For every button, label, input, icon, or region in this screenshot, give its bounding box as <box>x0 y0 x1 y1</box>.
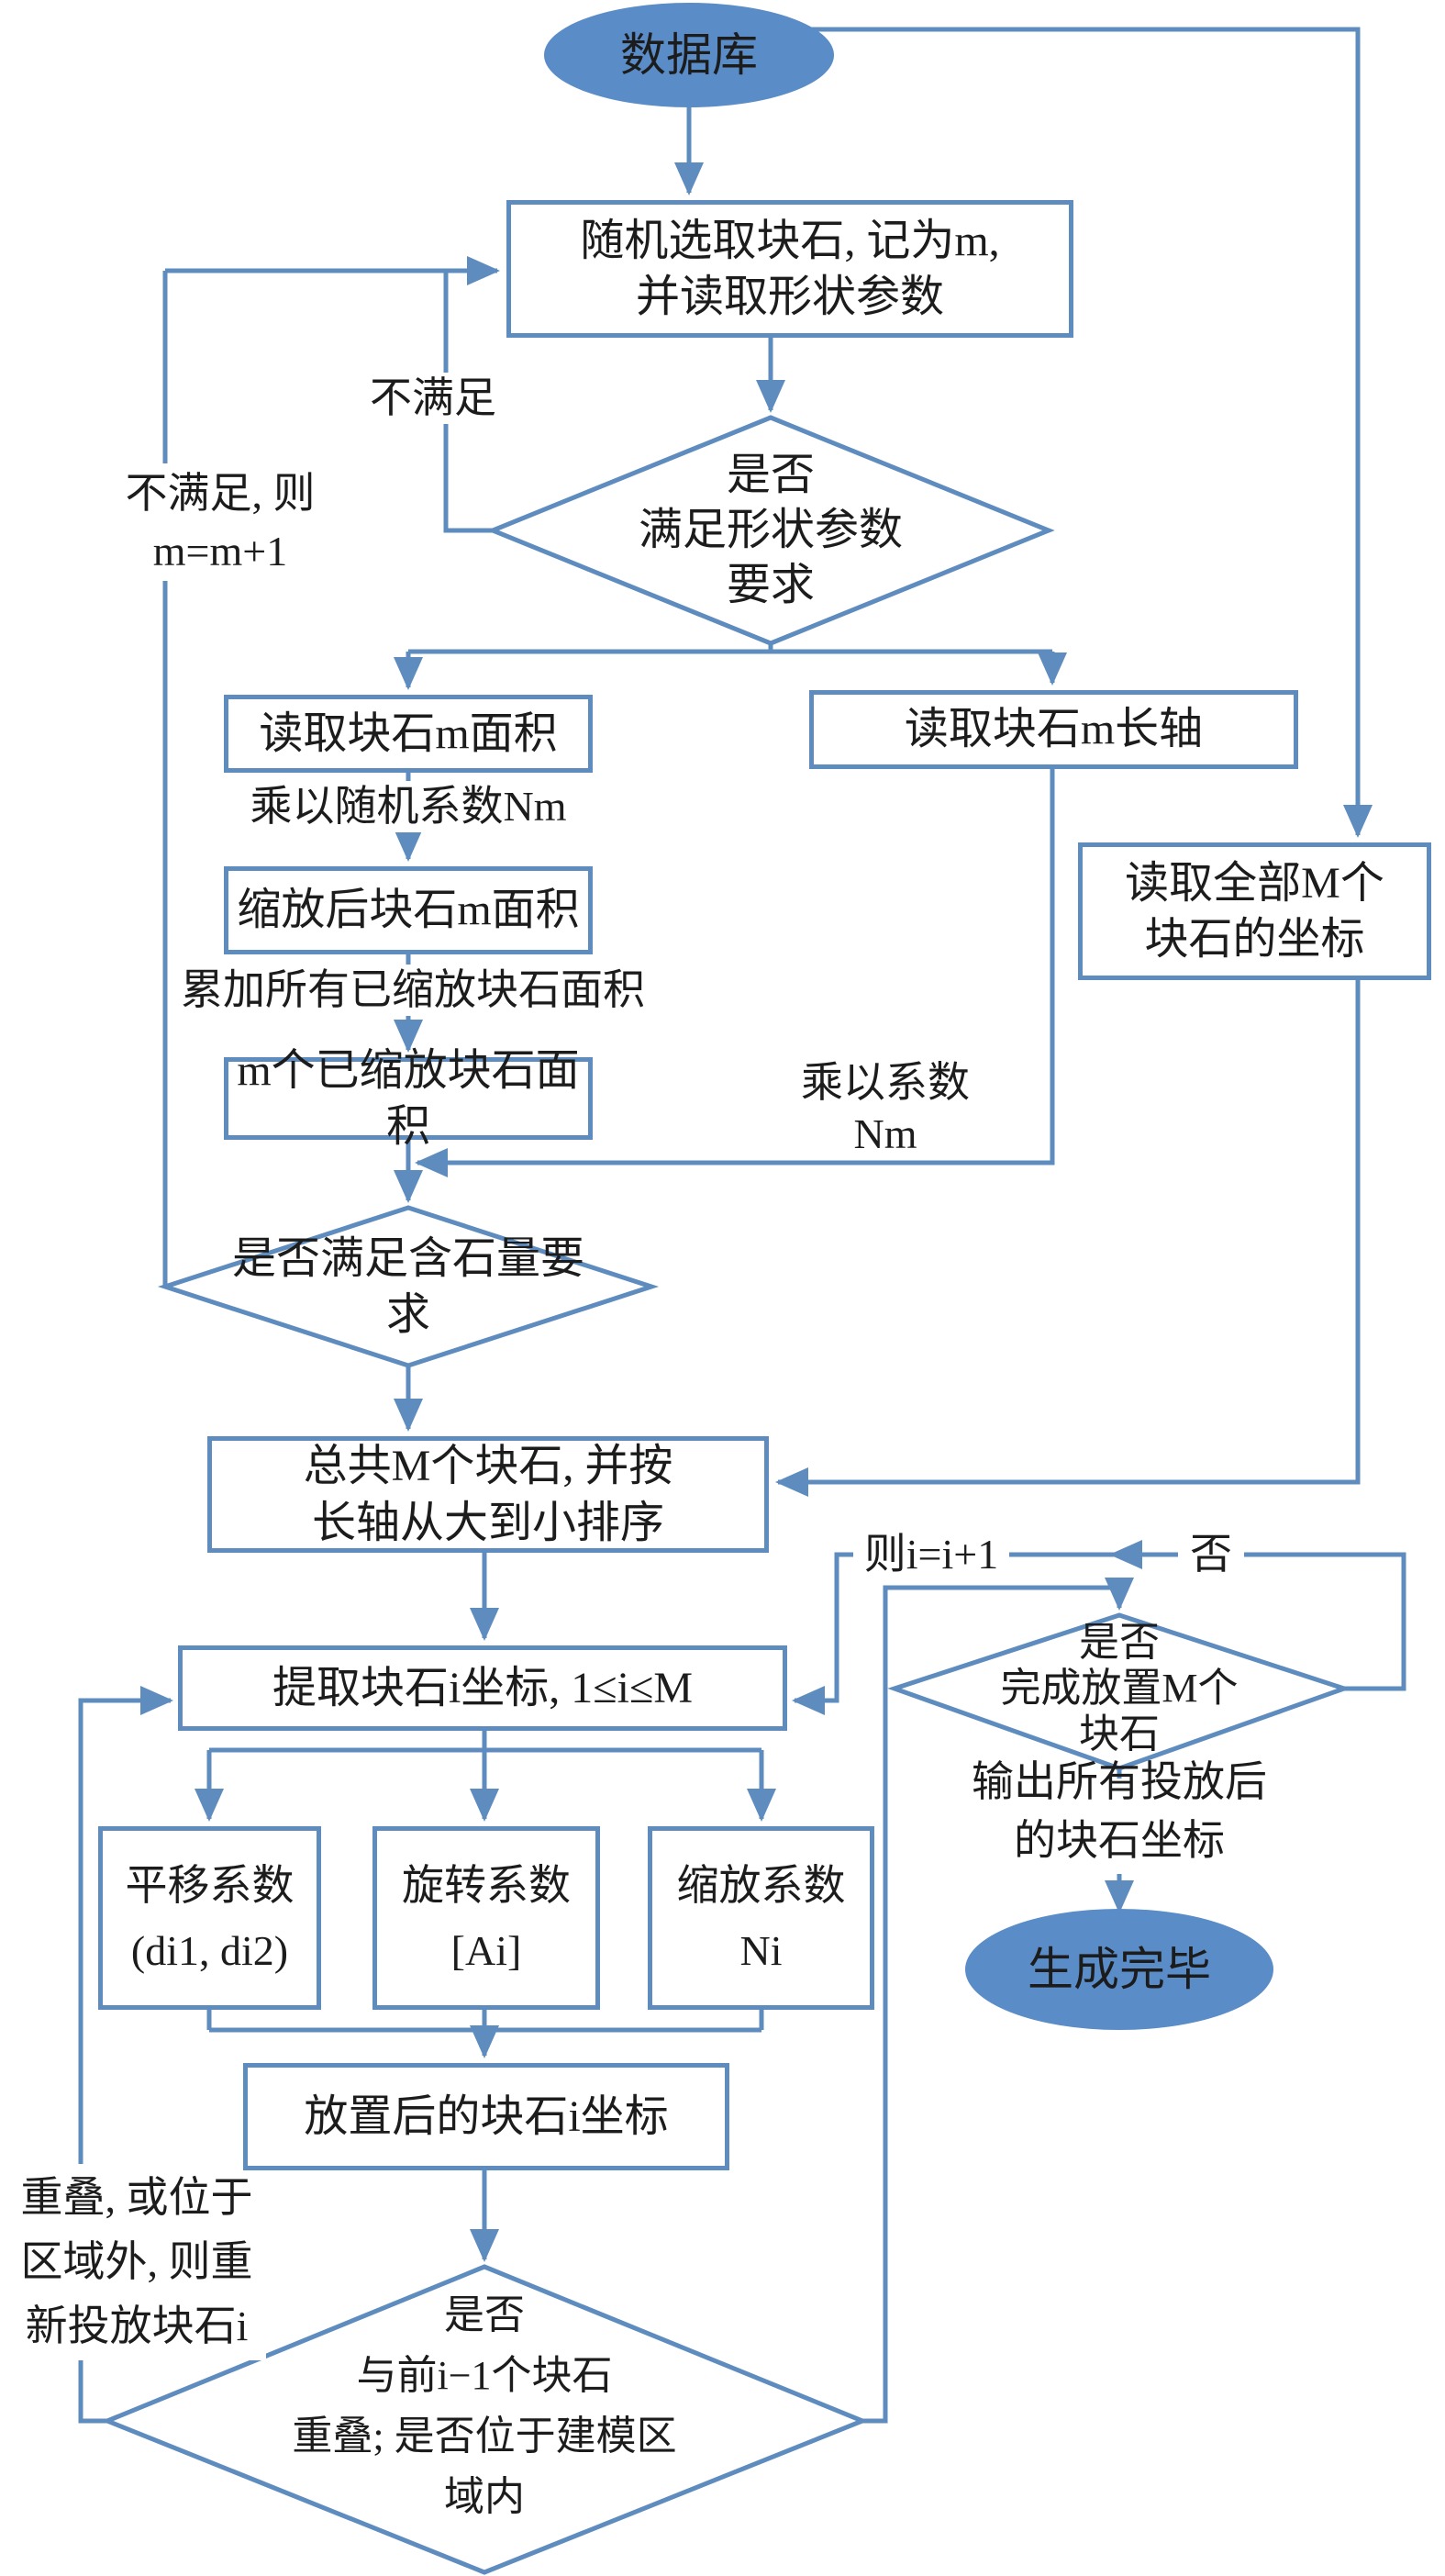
process-total-sort: 总共M个块石, 并按 长轴从大到小排序 <box>207 1436 769 1553</box>
process-read-area: 读取块石m面积 <box>224 695 593 773</box>
end-terminator-generated: 生成完毕 <box>965 1909 1273 2030</box>
arrow-no-path <box>1109 1540 1406 1691</box>
process-placed-coords: 放置后的块石i坐标 <box>243 2063 729 2170</box>
label-multiply-coeff-nm: 乘以系数 Nm <box>801 1058 970 1157</box>
label-output-coords: 输出所有投放后 的块石坐标 <box>972 1757 1267 1864</box>
decision-overlap-text: 是否 与前i−1个块石 重叠; 是否位于建模区 域内 <box>292 2292 677 2519</box>
process-scaled-area: 缩放后块石m面积 <box>224 866 593 954</box>
process-read-long-axis: 读取块石m长轴 <box>809 690 1298 769</box>
arrow-overlap-to-done <box>860 1578 1134 2424</box>
label-multiply-random-coeff: 乘以随机系数Nm <box>220 781 596 832</box>
decision-shape-param-text: 是否 满足形状参数 要求 <box>638 451 903 609</box>
process-extract-coords: 提取块石i坐标, 1≤i≤M <box>178 1645 787 1731</box>
label-no: 否 <box>1178 1529 1244 1580</box>
process-rotate-coeff: 旋转系数 [Ai] <box>372 1826 600 2010</box>
arrow-db-to-coords <box>810 27 1373 838</box>
line-notsatisfied-loop <box>443 271 493 533</box>
arrow-redo-loop <box>78 1686 173 2424</box>
process-scale-coeff: 缩放系数 Ni <box>648 1826 874 2010</box>
decision-rock-content-text: 是否满足含石量要求 <box>225 1234 592 1339</box>
label-redo-placement: 重叠, 或位于 区域外, 则重 新投放块石i <box>7 2164 266 2360</box>
arrow-iplus1-return <box>792 1552 858 1715</box>
process-translate-coeff: 平移系数 (di1, di2) <box>98 1826 321 2010</box>
start-terminator-database: 数据库 <box>544 3 834 107</box>
arrow-coords-to-total <box>775 980 1361 1497</box>
rock-content-diamond <box>157 1205 660 1368</box>
arrow-axis-merge <box>415 769 1055 1177</box>
process-read-all-coords: 读取全部M个 块石的坐标 <box>1078 842 1431 980</box>
placement-done-diamond <box>887 1612 1351 1771</box>
overlap-check-diamond <box>101 2264 869 2575</box>
decision-placement-done-text: 是否 完成放置M个 块石 <box>1000 1620 1239 1756</box>
shape-param-diamond <box>486 415 1055 646</box>
label-not-satisfied: 不满足 <box>328 373 538 424</box>
process-pick-rock: 随机选取块石, 记为m, 并读取形状参数 <box>506 200 1073 338</box>
label-accumulate-areas: 累加所有已缩放块石面积 <box>172 965 653 1016</box>
process-m-scaled-areas: m个已缩放块石面积 <box>224 1046 593 1151</box>
label-then-i-plus-1: 则i=i+1 <box>853 1529 1009 1580</box>
label-not-satisfied-increment: 不满足, 则 m=m+1 <box>84 463 356 581</box>
